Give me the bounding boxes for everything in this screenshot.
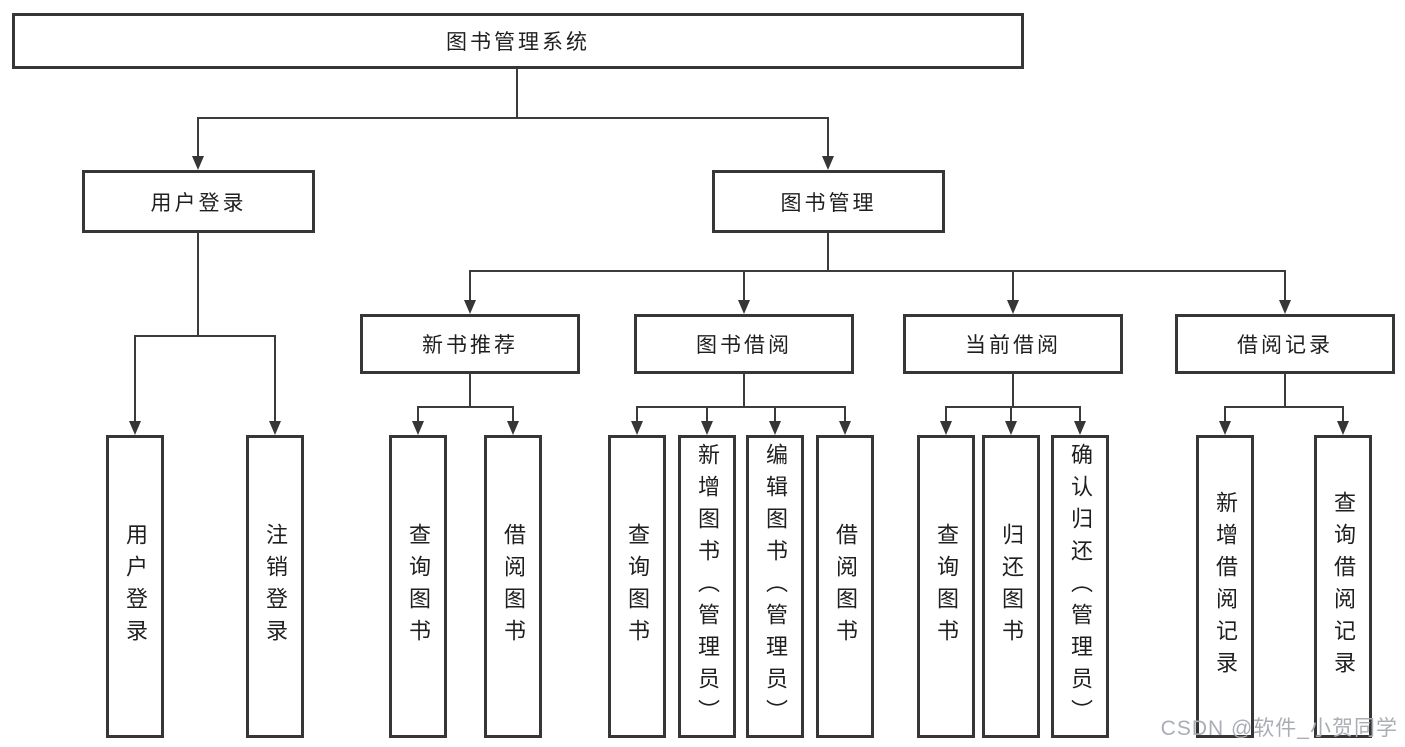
connector-vline (197, 232, 199, 336)
connector-vline (774, 407, 776, 422)
node-root: 图书管理系统 (12, 13, 1024, 69)
arrow-down-icon (631, 421, 643, 435)
leaf-borrow-add-books-admin-label: 新增图书（管理员） (695, 442, 720, 731)
arrow-down-icon (412, 421, 424, 435)
leaf-recommend-query-books: 查询图书 (389, 435, 447, 738)
arrow-down-icon (1007, 300, 1019, 314)
connector-vline (844, 407, 846, 422)
connector-vline (274, 336, 276, 422)
leaf-borrow-query-books-label: 查询图书 (625, 522, 650, 651)
leaf-user-login: 用户登录 (106, 435, 164, 738)
connector-vline (1224, 407, 1226, 422)
node-book-management-label: 图书管理 (780, 191, 877, 215)
leaf-records-add-record-label: 新增借阅记录 (1213, 490, 1238, 683)
leaf-current-query-books-label: 查询图书 (934, 522, 959, 651)
arrow-down-icon (129, 421, 141, 435)
node-user-login-group: 用户登录 (82, 170, 315, 233)
leaf-logout-label: 注销登录 (263, 522, 288, 651)
arrow-down-icon (1337, 421, 1349, 435)
connector-vline (1342, 407, 1344, 422)
leaf-current-return-books-label: 归还图书 (999, 522, 1024, 651)
arrow-down-icon (822, 156, 834, 170)
arrow-down-icon (192, 156, 204, 170)
leaf-borrow-borrow-books: 借阅图书 (816, 435, 874, 738)
connector-vline (706, 407, 708, 422)
connector-vline (636, 407, 638, 422)
connector-vline (417, 407, 419, 422)
leaf-current-confirm-return-admin: 确认归还（管理员） (1051, 435, 1109, 738)
leaf-user-login-label: 用户登录 (123, 522, 148, 651)
arrow-down-icon (507, 421, 519, 435)
arrow-down-icon (701, 421, 713, 435)
node-new-book-recommend-label: 新书推荐 (422, 334, 518, 357)
connector-vline (512, 407, 514, 422)
leaf-borrow-borrow-books-label: 借阅图书 (833, 522, 858, 651)
connector-vline (1284, 373, 1286, 408)
leaf-recommend-borrow-books: 借阅图书 (484, 435, 542, 738)
arrow-down-icon (769, 421, 781, 435)
connector-vline (1012, 271, 1014, 301)
connector-vline (516, 69, 518, 118)
arrow-down-icon (738, 300, 750, 314)
leaf-recommend-query-books-label: 查询图书 (406, 522, 431, 651)
connector-hline (417, 406, 514, 408)
leaf-records-query-record: 查询借阅记录 (1314, 435, 1372, 738)
arrow-down-icon (269, 421, 281, 435)
connector-vline (827, 232, 829, 272)
connector-vline (1079, 407, 1081, 422)
connector-hline (134, 335, 276, 337)
connector-vline (1010, 407, 1012, 422)
connector-vline (945, 407, 947, 422)
arrow-down-icon (1074, 421, 1086, 435)
leaf-borrow-query-books: 查询图书 (608, 435, 666, 738)
node-user-login-group-label: 用户登录 (150, 191, 247, 215)
connector-vline (197, 118, 199, 157)
connector-vline (827, 118, 829, 157)
leaf-current-return-books: 归还图书 (982, 435, 1040, 738)
arrow-down-icon (464, 300, 476, 314)
connector-vline (469, 373, 471, 408)
node-borrow-records: 借阅记录 (1175, 314, 1395, 374)
leaf-logout: 注销登录 (246, 435, 304, 738)
connector-hline (1224, 406, 1344, 408)
connector-vline (743, 373, 745, 408)
connector-hline (636, 406, 846, 408)
leaf-recommend-borrow-books-label: 借阅图书 (501, 522, 526, 651)
connector-vline (743, 271, 745, 301)
node-borrow-records-label: 借阅记录 (1237, 334, 1333, 357)
arrow-down-icon (1279, 300, 1291, 314)
arrow-down-icon (839, 421, 851, 435)
node-book-borrow: 图书借阅 (634, 314, 854, 374)
leaf-current-confirm-return-admin-label: 确认归还（管理员） (1068, 442, 1093, 731)
watermark-text: CSDN @软件_小贺同学 (1160, 717, 1398, 740)
node-new-book-recommend: 新书推荐 (360, 314, 580, 374)
arrow-down-icon (1219, 421, 1231, 435)
leaf-records-add-record: 新增借阅记录 (1196, 435, 1254, 738)
arrow-down-icon (1005, 421, 1017, 435)
leaf-current-query-books: 查询图书 (917, 435, 975, 738)
node-current-borrow: 当前借阅 (903, 314, 1123, 374)
connector-hline (469, 270, 1286, 272)
leaf-records-query-record-label: 查询借阅记录 (1331, 490, 1356, 683)
connector-hline (945, 406, 1081, 408)
leaf-borrow-add-books-admin: 新增图书（管理员） (678, 435, 736, 738)
arrow-down-icon (940, 421, 952, 435)
connector-hline (197, 117, 829, 119)
node-book-management: 图书管理 (712, 170, 945, 233)
connector-vline (1012, 373, 1014, 408)
node-current-borrow-label: 当前借阅 (965, 334, 1061, 357)
leaf-borrow-edit-books-admin: 编辑图书（管理员） (746, 435, 804, 738)
connector-vline (1284, 271, 1286, 301)
node-root-label: 图书管理系统 (446, 31, 590, 54)
connector-vline (134, 336, 136, 422)
leaf-borrow-edit-books-admin-label: 编辑图书（管理员） (763, 442, 788, 731)
node-book-borrow-label: 图书借阅 (696, 334, 792, 357)
connector-vline (469, 271, 471, 301)
